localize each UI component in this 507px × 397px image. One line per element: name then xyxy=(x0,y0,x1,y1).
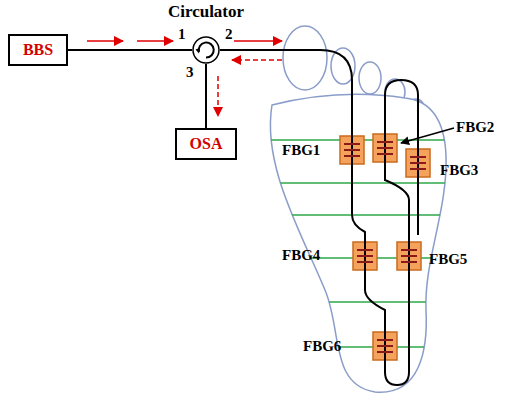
sensor-label: FBG1 xyxy=(282,142,320,159)
foot-outline xyxy=(270,26,446,392)
analyzer-box: OSA xyxy=(175,128,237,160)
port-number: 2 xyxy=(225,26,233,43)
forward-light-arrow xyxy=(234,40,282,42)
node-text: OSA xyxy=(190,135,223,153)
port-number: 1 xyxy=(178,26,186,43)
port-number: 3 xyxy=(186,64,194,81)
sensor-label: FBG5 xyxy=(429,251,467,268)
leader-arrow xyxy=(401,128,454,143)
reflected-light-arrow xyxy=(232,59,282,61)
sensor-grid-lines xyxy=(250,140,460,347)
optical-fiber xyxy=(220,50,418,385)
sensor-label: FBG4 xyxy=(282,247,320,264)
node-text: BBS xyxy=(23,41,53,59)
fiber-connector xyxy=(68,41,192,50)
circulator-symbol xyxy=(192,36,220,64)
fbg-sensors xyxy=(340,133,430,361)
circulator: Circulator xyxy=(162,2,250,64)
sensor-label: FBG6 xyxy=(303,338,341,355)
sensor-label: FBG2 xyxy=(456,119,494,136)
source-box: BBS xyxy=(8,34,68,66)
node-text: Circulator xyxy=(162,2,250,22)
fiber-connector xyxy=(206,64,218,128)
sensor-label: FBG3 xyxy=(440,162,478,179)
